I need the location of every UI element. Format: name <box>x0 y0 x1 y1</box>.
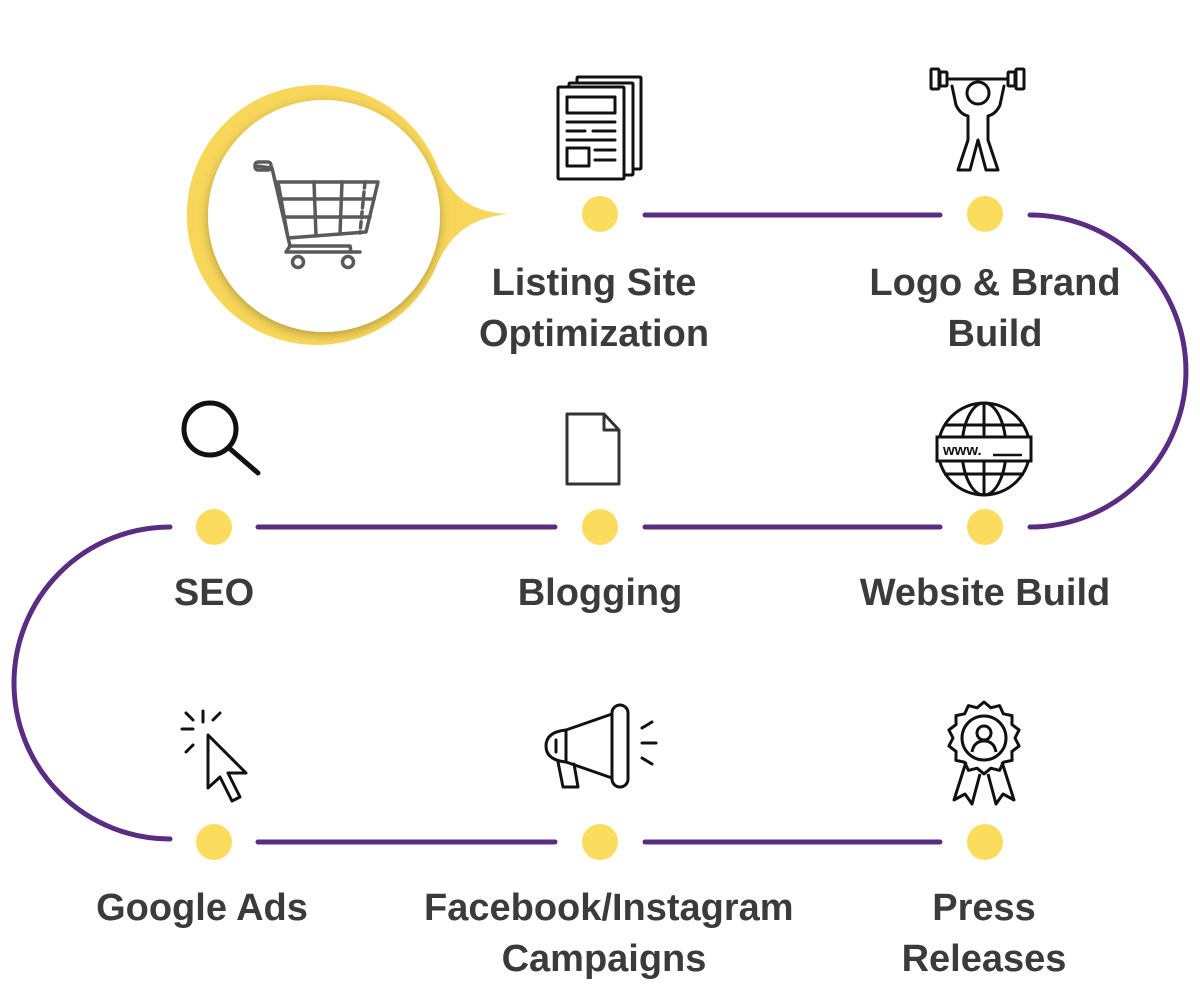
award-badge-icon <box>947 700 1021 806</box>
step-nodes <box>196 196 1003 860</box>
step-label-line: Listing Site <box>491 262 697 304</box>
step-node-website-build <box>967 509 1003 545</box>
step-label-line: SEO <box>173 572 255 614</box>
step-node-logo-brand-build <box>967 196 1003 232</box>
step-label-line: Releases <box>901 938 1067 980</box>
step-label-line: Logo & Brand <box>869 262 1121 304</box>
document-icon <box>565 412 621 486</box>
step-node-blogging <box>582 509 618 545</box>
step-node-seo <box>196 509 232 545</box>
step-label-line: Blogging <box>517 572 683 614</box>
step-label-line: Optimization <box>478 313 710 355</box>
globe-www-icon: www. <box>935 401 1033 497</box>
magnifier-icon <box>181 400 261 476</box>
weightlifter-icon <box>929 67 1026 172</box>
step-node-press-releases <box>967 824 1003 860</box>
megaphone-icon <box>544 703 658 789</box>
step-node-listing-site-optimization <box>582 196 618 232</box>
journey-path <box>11 212 1189 845</box>
shopping-cart-icon <box>253 160 380 270</box>
step-label-line: Facebook/Instagram <box>424 887 794 929</box>
step-label-line: Google Ads <box>96 887 308 929</box>
rosette-outline <box>947 700 1021 776</box>
hub-bubble <box>186 85 509 346</box>
step-label-seo: SEO <box>34 568 394 619</box>
step-label-blogging: Blogging <box>420 568 780 619</box>
path-curve-left <box>11 524 173 842</box>
step-label-line: Press <box>932 887 1036 929</box>
step-node-google-ads <box>196 824 232 860</box>
step-label-line: Website Build <box>859 572 1111 614</box>
step-label-google-ads: Google Ads <box>22 883 382 934</box>
step-node-facebook-instagram-campaigns <box>582 824 618 860</box>
cursor-click-icon <box>180 709 248 803</box>
step-label-line: Campaigns <box>501 938 707 980</box>
path-curve-right <box>1027 212 1189 530</box>
newspaper-icon <box>556 75 643 181</box>
step-label-line: Build <box>947 313 1043 355</box>
svg-text:www.: www. <box>942 442 982 459</box>
step-label-website-build: Website Build <box>805 568 1165 619</box>
